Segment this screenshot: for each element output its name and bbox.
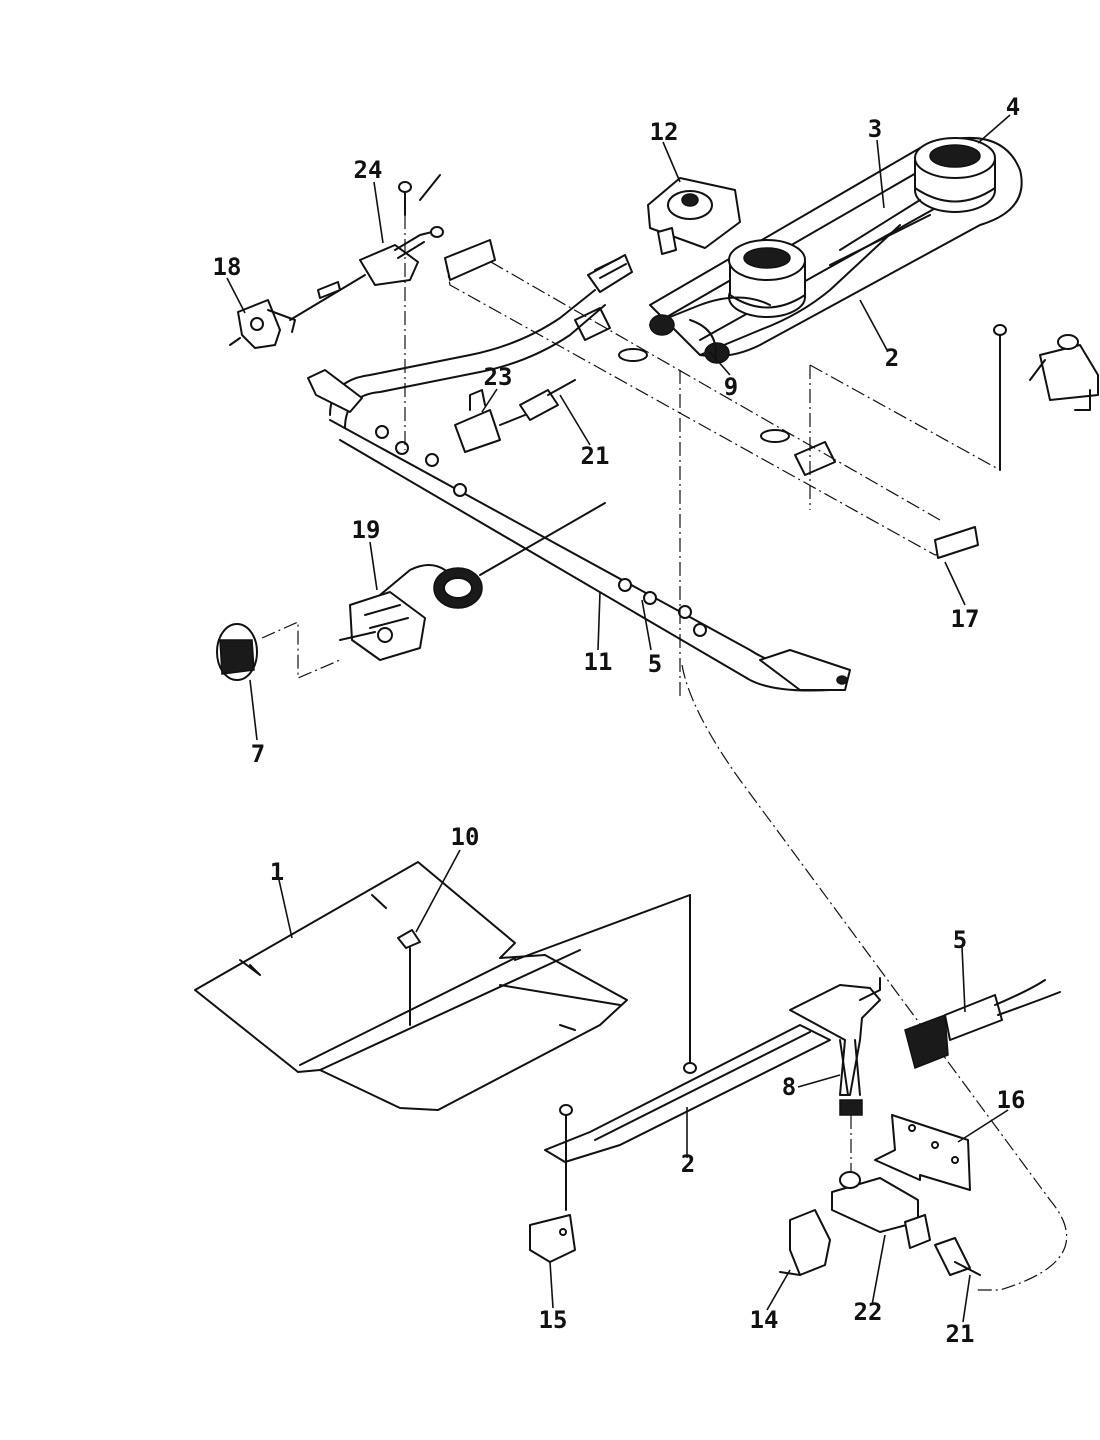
callout-17: 17 [951, 605, 980, 633]
valve-23 [454, 389, 559, 453]
bracket-18 [229, 299, 296, 349]
orifice-21-top [547, 379, 576, 396]
valve-22 [831, 1171, 931, 1249]
leader-lines [226, 114, 1011, 1323]
callout-3: 3 [868, 115, 882, 143]
clip-14 [779, 1209, 831, 1276]
callout-7: 7 [251, 740, 265, 768]
callout-6: 6 [1099, 288, 1100, 316]
callout-21-top: 21 [581, 442, 610, 470]
callout-8: 8 [782, 1073, 796, 1101]
screw-10 [397, 929, 421, 1026]
callout-18: 18 [213, 253, 242, 281]
callout-2-top: 2 [885, 344, 899, 372]
callout-12: 12 [650, 118, 679, 146]
connector-9 [679, 319, 717, 700]
callout-9: 9 [724, 373, 738, 401]
callout-22: 22 [854, 1298, 883, 1326]
callout-14: 14 [750, 1306, 779, 1334]
callout-10: 10 [451, 823, 480, 851]
callout-23: 23 [484, 363, 513, 391]
callout-5-bottom: 5 [953, 926, 967, 954]
knob-7 [216, 621, 341, 681]
callout-1: 1 [270, 858, 284, 886]
bracket-16 [874, 1114, 971, 1191]
support-bar-2 [514, 894, 831, 1211]
callout-21-bottom: 21 [946, 1320, 975, 1348]
gas-manifold-11 [307, 254, 851, 692]
igniter-5 [904, 979, 1061, 1070]
bracket-6-partial [809, 324, 1099, 510]
callout-2-bottom: 2 [681, 1150, 695, 1178]
burner-tubes [649, 199, 931, 364]
rear-bracket-17 [444, 239, 979, 559]
orifice-21-bottom [934, 1237, 981, 1276]
callout-19: 19 [352, 516, 381, 544]
gas-line-dashed [681, 664, 1068, 1291]
electrode-8 [789, 977, 881, 1175]
callout-16: 16 [997, 1086, 1026, 1114]
callout-4: 4 [1006, 93, 1020, 121]
callout-15: 15 [539, 1306, 568, 1334]
bracket-15 [529, 1214, 576, 1263]
burner-front [728, 239, 806, 318]
burner-4 [914, 137, 996, 213]
callout-24: 24 [354, 156, 383, 184]
callout-11: 11 [584, 648, 613, 676]
valve-24 [289, 174, 444, 450]
callout-labels: 4 3 12 24 18 2 6 9 23 21 19 17 11 5 7 10… [213, 93, 1100, 1348]
burner-head-12 [647, 177, 741, 255]
thermostat-19 [339, 502, 606, 661]
callout-5-top: 5 [648, 650, 662, 678]
